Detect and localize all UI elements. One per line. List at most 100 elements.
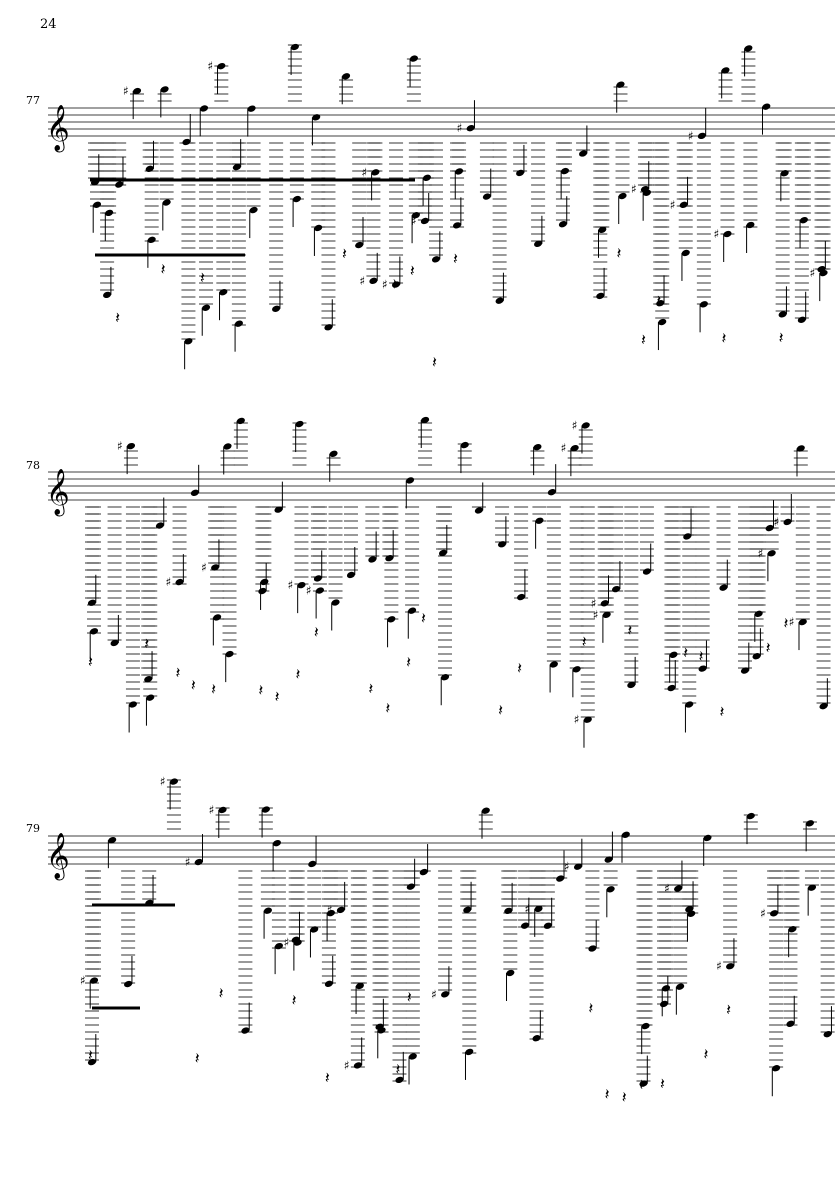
note-head — [124, 980, 133, 988]
note-head — [658, 318, 667, 326]
page-number: 24 — [40, 17, 57, 32]
note-head — [762, 103, 771, 110]
rest-icon: 𝄽 — [432, 353, 437, 372]
rest-icon: 𝄽 — [295, 665, 300, 684]
note-head — [466, 125, 475, 132]
note-head — [391, 281, 401, 288]
rest-icon: 𝄽 — [200, 268, 205, 287]
note-head — [583, 716, 592, 723]
note-head — [618, 192, 627, 200]
note-head — [353, 1062, 362, 1069]
sharp-icon: ♯ — [789, 615, 795, 629]
rest-icon: 𝄽 — [407, 988, 412, 1007]
note-head — [534, 240, 543, 247]
sharp-icon: ♯ — [185, 855, 191, 869]
rest-icon: 𝄽 — [88, 1045, 93, 1064]
note-head — [292, 195, 301, 203]
note-head — [543, 922, 552, 929]
note-head — [217, 62, 226, 70]
note-head — [780, 170, 789, 177]
note-head — [588, 945, 597, 952]
treble-clef-icon: 𝄞 — [46, 469, 70, 517]
note-head — [612, 585, 621, 593]
note-head — [261, 806, 270, 813]
note-head — [823, 1030, 832, 1038]
note-head — [687, 910, 696, 917]
rest-icon: 𝄽 — [582, 632, 587, 651]
sharp-icon: ♯ — [593, 608, 599, 622]
note-head — [572, 666, 581, 673]
note-head — [155, 522, 165, 529]
note-head — [460, 441, 469, 449]
note-head — [312, 114, 321, 121]
rest-icon: 𝄽 — [195, 1049, 200, 1068]
note-head — [726, 963, 735, 970]
note-head — [182, 138, 191, 146]
note-head — [798, 618, 807, 626]
note-head — [740, 667, 750, 674]
rest-icon: 𝄽 — [617, 244, 622, 263]
note-head — [355, 241, 364, 249]
note-head — [441, 991, 450, 998]
rest-icon: 𝄽 — [88, 652, 93, 671]
sharp-icon: ♯ — [716, 959, 722, 973]
note-head — [409, 55, 418, 62]
note-head — [247, 105, 256, 112]
note-head — [676, 983, 685, 990]
note-head — [263, 907, 272, 914]
sharp-icon: ♯ — [201, 560, 207, 574]
rest-icon: 𝄽 — [115, 308, 120, 327]
note-head — [274, 506, 283, 513]
note-head — [241, 1027, 250, 1034]
note-head — [578, 150, 588, 157]
sharp-icon: ♯ — [80, 974, 86, 988]
sharp-icon: ♯ — [166, 575, 172, 589]
rest-icon: 𝄽 — [219, 983, 224, 1002]
note-head — [355, 982, 364, 990]
note-head — [754, 610, 763, 618]
note-head — [627, 681, 636, 689]
note-head — [371, 169, 380, 176]
notes-system-1: 𝄽♯𝄽𝄽♯𝄽♯♯♯𝄽𝄽♯𝄽𝄽♯𝄽♯𝄽𝄽♯♯♯𝄽𝄽♯ — [88, 43, 831, 372]
note-head — [232, 163, 241, 171]
rest-icon: 𝄽 — [703, 1044, 708, 1063]
sharp-icon: ♯ — [664, 882, 670, 896]
note-head — [297, 581, 306, 589]
rest-icon: 𝄽 — [385, 699, 390, 718]
note-head — [656, 300, 665, 307]
note-head — [420, 416, 430, 424]
note-head — [746, 812, 755, 820]
note-head — [482, 193, 492, 200]
sharp-icon: ♯ — [117, 439, 123, 453]
sharp-icon: ♯ — [774, 515, 780, 529]
note-head — [308, 860, 317, 868]
note-head — [465, 1048, 474, 1056]
note-head — [369, 277, 378, 285]
note-head — [606, 886, 615, 893]
rest-icon: 𝄽 — [605, 1084, 610, 1103]
note-head — [169, 778, 179, 785]
note-head — [411, 212, 420, 219]
note-head — [126, 442, 136, 450]
note-head — [679, 201, 688, 209]
note-head — [346, 571, 356, 579]
note-head — [746, 221, 755, 229]
note-head — [295, 420, 304, 428]
note-head — [260, 578, 269, 586]
treble-clef-icon: 𝄞 — [46, 105, 70, 153]
note-head — [723, 230, 732, 238]
note-head — [147, 236, 156, 244]
sharp-icon: ♯ — [591, 596, 597, 610]
note-head — [520, 922, 530, 929]
rest-icon: 𝄽 — [517, 659, 522, 678]
note-head — [199, 105, 209, 112]
note-head — [621, 831, 630, 838]
note-head — [463, 906, 472, 913]
note-head — [160, 86, 169, 93]
note-head — [89, 977, 99, 984]
note-head — [162, 199, 171, 206]
note-head — [315, 587, 325, 594]
note-head — [772, 1065, 781, 1072]
note-head — [92, 201, 102, 208]
